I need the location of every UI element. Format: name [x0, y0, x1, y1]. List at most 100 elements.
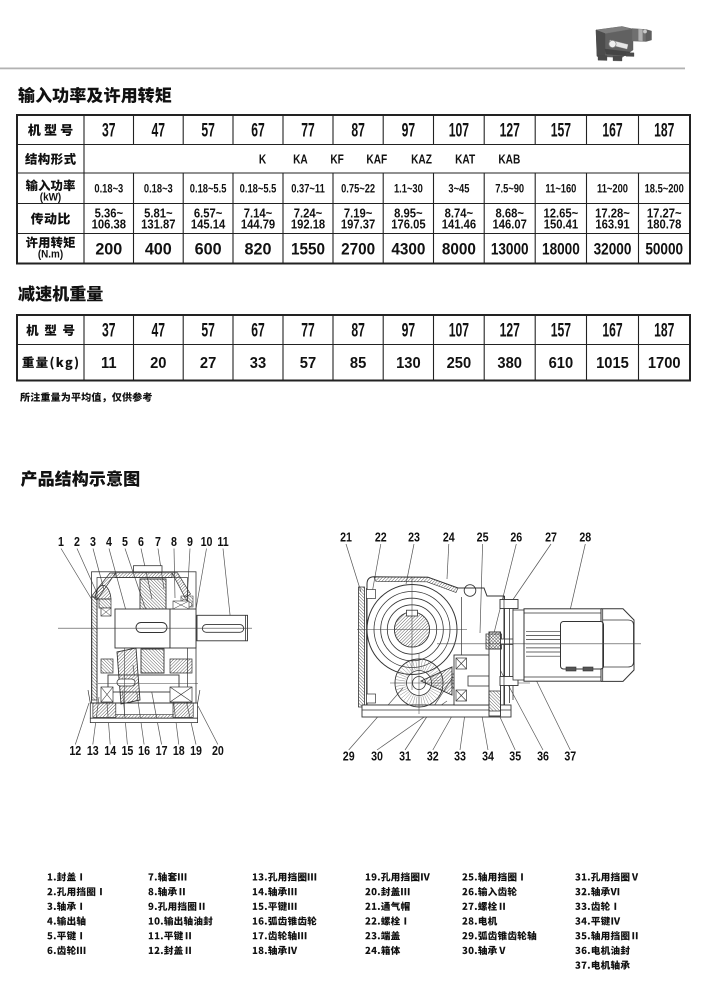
- svg-text:157: 157: [551, 121, 571, 141]
- svg-text:187: 187: [654, 321, 674, 341]
- svg-text:(N.m): (N.m): [38, 249, 63, 261]
- svg-text:146.07: 146.07: [493, 217, 528, 232]
- svg-text:8.68~: 8.68~: [495, 206, 523, 221]
- svg-text:150.41: 150.41: [544, 217, 579, 232]
- svg-text:26: 26: [510, 529, 522, 544]
- svg-text:17: 17: [156, 743, 168, 758]
- svg-text:107: 107: [449, 121, 469, 141]
- svg-text:85: 85: [350, 355, 366, 372]
- svg-text:KA: KA: [293, 152, 308, 166]
- svg-text:176.05: 176.05: [391, 217, 426, 232]
- svg-text:200: 200: [95, 239, 122, 258]
- svg-text:31: 31: [399, 748, 411, 763]
- svg-text:97: 97: [402, 321, 416, 341]
- svg-text:167: 167: [602, 321, 622, 341]
- svg-text:97: 97: [402, 121, 416, 141]
- svg-text:3~45: 3~45: [448, 183, 469, 196]
- svg-text:131.87: 131.87: [141, 217, 176, 232]
- svg-text:37: 37: [102, 321, 116, 341]
- svg-text:11~200: 11~200: [597, 183, 628, 196]
- svg-text:33: 33: [454, 748, 466, 763]
- svg-text:11~160: 11~160: [545, 183, 576, 196]
- svg-text:37: 37: [102, 121, 116, 141]
- svg-text:KAT: KAT: [455, 152, 475, 166]
- svg-text:163.91: 163.91: [595, 217, 630, 232]
- svg-text:380: 380: [497, 355, 522, 372]
- svg-text:24: 24: [443, 529, 455, 544]
- svg-text:9: 9: [187, 534, 193, 549]
- svg-text:17.27~: 17.27~: [647, 206, 682, 221]
- svg-text:30: 30: [371, 748, 383, 763]
- svg-text:8: 8: [171, 534, 177, 549]
- svg-text:47: 47: [152, 121, 166, 141]
- svg-text:32000: 32000: [594, 240, 632, 259]
- svg-text:20: 20: [150, 355, 166, 372]
- svg-text:23: 23: [408, 529, 420, 544]
- svg-text:1.1~30: 1.1~30: [394, 183, 423, 196]
- svg-text:197.37: 197.37: [341, 217, 376, 232]
- svg-text:29: 29: [343, 748, 355, 763]
- svg-text:22: 22: [375, 529, 387, 544]
- svg-text:5: 5: [122, 534, 128, 549]
- svg-text:250: 250: [447, 355, 472, 372]
- svg-text:13: 13: [87, 743, 99, 758]
- svg-text:(kW): (kW): [40, 192, 61, 204]
- svg-text:16: 16: [138, 743, 150, 758]
- svg-text:14: 14: [104, 743, 116, 758]
- svg-text:36: 36: [537, 748, 549, 763]
- svg-text:35: 35: [509, 748, 521, 763]
- svg-text:32: 32: [427, 748, 439, 763]
- svg-text:127: 127: [500, 121, 520, 141]
- svg-text:4: 4: [106, 534, 112, 549]
- svg-text:600: 600: [195, 239, 222, 258]
- svg-text:6.57~: 6.57~: [194, 206, 222, 221]
- svg-text:167: 167: [602, 121, 622, 141]
- svg-text:0.18~5.5: 0.18~5.5: [190, 183, 227, 196]
- svg-text:610: 610: [549, 355, 574, 372]
- svg-text:27: 27: [545, 529, 557, 544]
- svg-text:127: 127: [500, 321, 520, 341]
- svg-text:20: 20: [212, 743, 224, 758]
- svg-text:0.37~11: 0.37~11: [291, 183, 325, 196]
- svg-text:87: 87: [351, 121, 365, 141]
- svg-text:25: 25: [477, 529, 489, 544]
- svg-text:1700: 1700: [648, 355, 681, 372]
- svg-text:57: 57: [201, 121, 215, 141]
- svg-text:0.18~5.5: 0.18~5.5: [240, 183, 277, 196]
- svg-text:192.18: 192.18: [291, 217, 326, 232]
- svg-text:4300: 4300: [391, 240, 425, 259]
- svg-text:19: 19: [190, 743, 202, 758]
- svg-text:67: 67: [251, 121, 265, 141]
- svg-text:1550: 1550: [291, 240, 325, 259]
- svg-text:6: 6: [138, 534, 144, 549]
- svg-text:KAZ: KAZ: [411, 152, 432, 166]
- svg-text:K: K: [259, 152, 267, 166]
- svg-text:1: 1: [58, 534, 64, 549]
- svg-text:KAB: KAB: [498, 152, 520, 166]
- svg-text:18: 18: [173, 743, 185, 758]
- svg-text:106.38: 106.38: [92, 217, 127, 232]
- svg-text:KF: KF: [330, 152, 344, 166]
- svg-text:2: 2: [74, 534, 80, 549]
- svg-text:10: 10: [201, 534, 213, 549]
- svg-text:1015: 1015: [596, 355, 629, 372]
- svg-text:7.19~: 7.19~: [344, 206, 372, 221]
- svg-text:5.81~: 5.81~: [144, 206, 172, 221]
- svg-text:12: 12: [69, 743, 81, 758]
- svg-text:33: 33: [250, 355, 266, 372]
- svg-text:18000: 18000: [542, 240, 580, 259]
- svg-text:12.65~: 12.65~: [544, 206, 579, 221]
- svg-text:87: 87: [351, 321, 365, 341]
- svg-text:KAF: KAF: [366, 152, 387, 166]
- svg-text:0.75~22: 0.75~22: [341, 183, 375, 196]
- svg-text:21: 21: [340, 529, 352, 544]
- svg-text:77: 77: [301, 121, 315, 141]
- svg-text:11: 11: [217, 534, 229, 549]
- svg-text:18.5~200: 18.5~200: [645, 183, 684, 196]
- svg-text:37: 37: [564, 748, 576, 763]
- svg-text:77: 77: [301, 321, 315, 341]
- svg-text:13000: 13000: [491, 240, 529, 259]
- svg-text:11: 11: [101, 355, 117, 372]
- svg-text:15: 15: [121, 743, 133, 758]
- svg-text:47: 47: [152, 321, 166, 341]
